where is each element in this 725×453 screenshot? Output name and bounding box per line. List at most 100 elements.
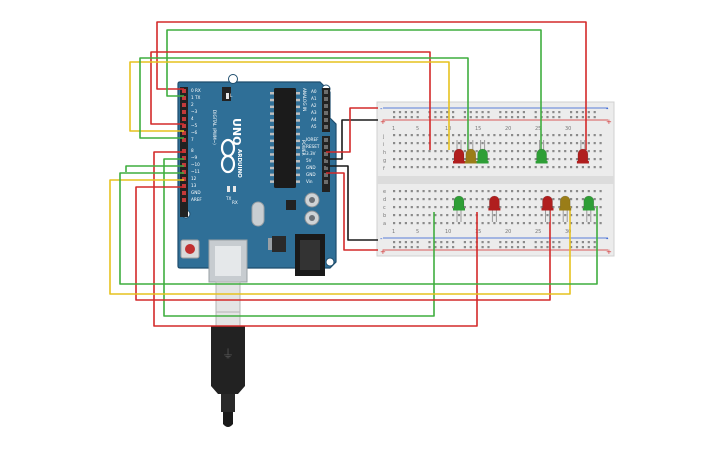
breadboard-hole	[505, 206, 508, 209]
breadboard-hole	[528, 150, 531, 153]
rail-hole	[469, 241, 472, 244]
breadboard-hole	[587, 190, 590, 193]
breadboard-hole	[434, 222, 437, 225]
breadboard-hole	[505, 166, 508, 169]
breadboard-hole	[404, 134, 407, 137]
rail-hole	[416, 111, 419, 114]
rail-hole	[575, 241, 579, 244]
breadboard-hole	[393, 142, 396, 145]
tx-label: TX	[225, 196, 232, 201]
rail-hole	[516, 116, 520, 119]
breadboard-hole	[422, 158, 425, 161]
breadboard-hole	[452, 198, 455, 201]
power-pin-label: GND	[306, 172, 316, 177]
wire-green	[166, 29, 542, 152]
breadboard-hole	[452, 158, 455, 161]
breadboard-hole	[575, 206, 579, 209]
analog-pin-label: A0	[311, 89, 317, 94]
breadboard-hole	[564, 222, 567, 225]
breadboard-hole	[516, 150, 520, 153]
rail-hole	[475, 116, 478, 119]
breadboard-hole	[593, 166, 596, 169]
breadboard-hole	[481, 214, 484, 217]
breadboard-hole	[575, 190, 579, 193]
breadboard-hole	[404, 222, 407, 225]
arduino-brand-label: ARDUINO	[236, 149, 242, 178]
rail-hole	[581, 241, 584, 244]
breadboard-hole	[511, 206, 514, 209]
breadboard-hole	[487, 134, 490, 137]
breadboard-hole	[422, 190, 425, 193]
digital-pin-label: 4	[191, 116, 194, 121]
breadboard-hole	[528, 206, 531, 209]
breadboard-hole	[516, 190, 520, 193]
led-yellow	[559, 195, 572, 222]
breadboard-hole	[528, 222, 531, 225]
breadboard-hole	[599, 214, 602, 217]
chip-leg	[296, 173, 300, 177]
breadboard-hole	[434, 166, 437, 169]
breadboard-hole	[487, 158, 490, 161]
rail-hole	[434, 116, 437, 119]
rail-hole	[505, 241, 508, 244]
header-pin	[324, 111, 328, 115]
breadboard-hole	[505, 222, 508, 225]
breadboard-hole	[499, 150, 502, 153]
wires	[109, 21, 598, 327]
breadboard-hole	[457, 222, 461, 225]
rail-hole	[552, 116, 555, 119]
rail-hole	[487, 111, 490, 114]
power-pin-label: RESET	[306, 144, 320, 149]
breadboard-hole	[505, 158, 508, 161]
breadboard-hole	[593, 206, 596, 209]
power-analog-header-pins	[324, 90, 328, 184]
reset-button[interactable]	[185, 244, 195, 254]
breadboard-hole	[581, 214, 584, 217]
breadboard-hole	[475, 198, 478, 201]
breadboard-hole	[587, 134, 590, 137]
breadboard-hole	[528, 190, 531, 193]
power-pin-label: 5V	[306, 158, 312, 163]
breadboard-hole	[593, 198, 596, 201]
chip-leg	[270, 173, 274, 177]
breadboard-hole	[564, 158, 567, 161]
chip-leg	[270, 126, 274, 129]
breadboard-hole	[505, 198, 508, 201]
breadboard-hole	[469, 190, 472, 193]
rail-hole	[393, 116, 396, 119]
rail-hole	[516, 111, 520, 114]
breadboard-hole	[463, 150, 466, 153]
breadboard-hole	[499, 206, 502, 209]
breadboard-hole	[452, 222, 455, 225]
breadboard-hole	[487, 214, 490, 217]
breadboard-hole	[505, 214, 508, 217]
breadboard-hole	[499, 134, 502, 137]
column-number: 25	[535, 126, 541, 132]
mounting-hole	[325, 257, 335, 267]
breadboard-hole	[446, 150, 449, 153]
wire-red	[153, 151, 478, 327]
column-number: 5	[416, 229, 419, 235]
breadboard-hole	[481, 198, 484, 201]
led-rim	[476, 161, 489, 164]
top-rail-minus-label: -	[380, 105, 383, 113]
breadboard-hole	[487, 166, 490, 169]
breadboard-hole	[393, 222, 396, 225]
rail-hole	[546, 116, 549, 119]
breadboard-hole	[463, 206, 466, 209]
chip-leg	[270, 160, 274, 163]
bottom-rail-minus-label-right: -	[606, 235, 609, 243]
breadboard-hole	[522, 158, 525, 161]
breadboard-hole	[446, 134, 449, 137]
arduino-logo	[220, 138, 236, 174]
rail-hole	[452, 246, 455, 249]
capacitor-top	[309, 197, 315, 203]
breadboard-hole	[599, 150, 602, 153]
rail-hole	[404, 111, 407, 114]
breadboard-hole	[570, 166, 573, 169]
breadboard-hole	[493, 142, 496, 145]
led-yellow	[464, 140, 477, 164]
header-pin	[182, 124, 186, 128]
rail-hole	[587, 241, 590, 244]
row-letter: b	[383, 213, 386, 219]
